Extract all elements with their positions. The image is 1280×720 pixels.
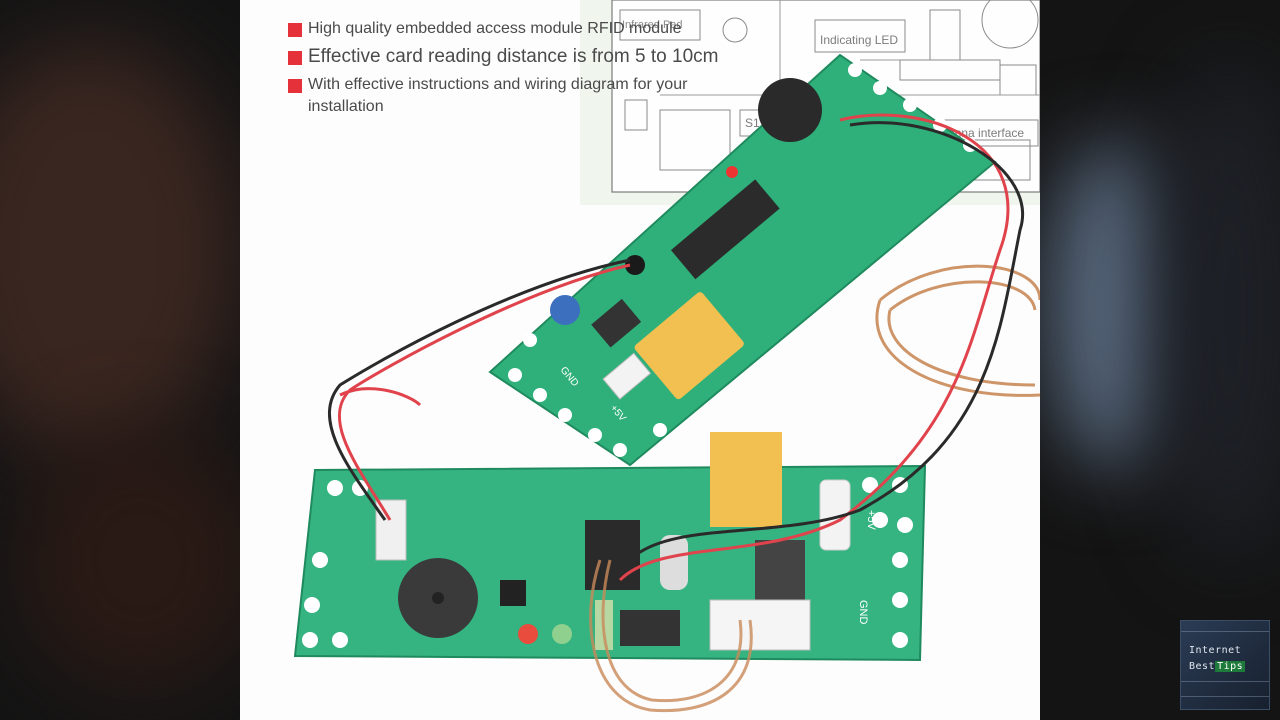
bullet-square-icon [288,79,302,93]
feature-text: With effective instructions and wiring d… [308,76,688,93]
background-blur-right [1150,60,1280,560]
feature-text: High quality embedded access module RFID… [308,20,682,37]
rfid-module-photo: Indicating LED S1 Relay Output Antenna i… [293,0,1040,713]
background-blur-left [0,40,240,460]
label-infrared-pad: Infrared Pad [622,19,683,31]
pcb-board-top: GND +5V [488,53,997,467]
feature-item: High quality embedded access module RFID… [288,18,718,40]
bullet-square-icon [288,23,302,37]
background-blur-left-bottom [20,430,260,690]
board-label-gnd-bottom: GND [857,600,869,625]
product-image-panel: Indicating LED S1 Relay Output Antenna i… [240,0,1040,720]
antenna-coil-bottom [589,559,753,713]
bullet-square-icon [288,51,302,65]
relay-yellow-bottom [710,432,782,527]
feature-text-block: With effective instructions and wiring d… [308,74,687,118]
watermark-best: Best [1189,661,1216,672]
feature-text-continued: installation [308,98,384,115]
pcb-board-bottom: GND +5V [293,432,927,662]
feature-item: With effective instructions and wiring d… [288,74,718,118]
ic-chip-top [670,179,780,280]
relay-yellow-top [634,292,744,400]
label-indicating-led: Indicating LED [820,33,898,47]
buzzer-top [758,78,822,142]
capacitor-blue [550,295,580,325]
feature-text: Effective card reading distance is from … [308,46,719,67]
board-label-5v-bottom: +5V [865,510,877,531]
watermark-line1: Internet [1189,645,1242,656]
antenna-coil-right [875,264,1040,397]
wires [328,113,1024,582]
feature-item: Effective card reading distance is from … [288,46,718,68]
watermark-tips: Tips [1215,661,1246,672]
feature-list: High quality embedded access module RFID… [288,18,718,124]
